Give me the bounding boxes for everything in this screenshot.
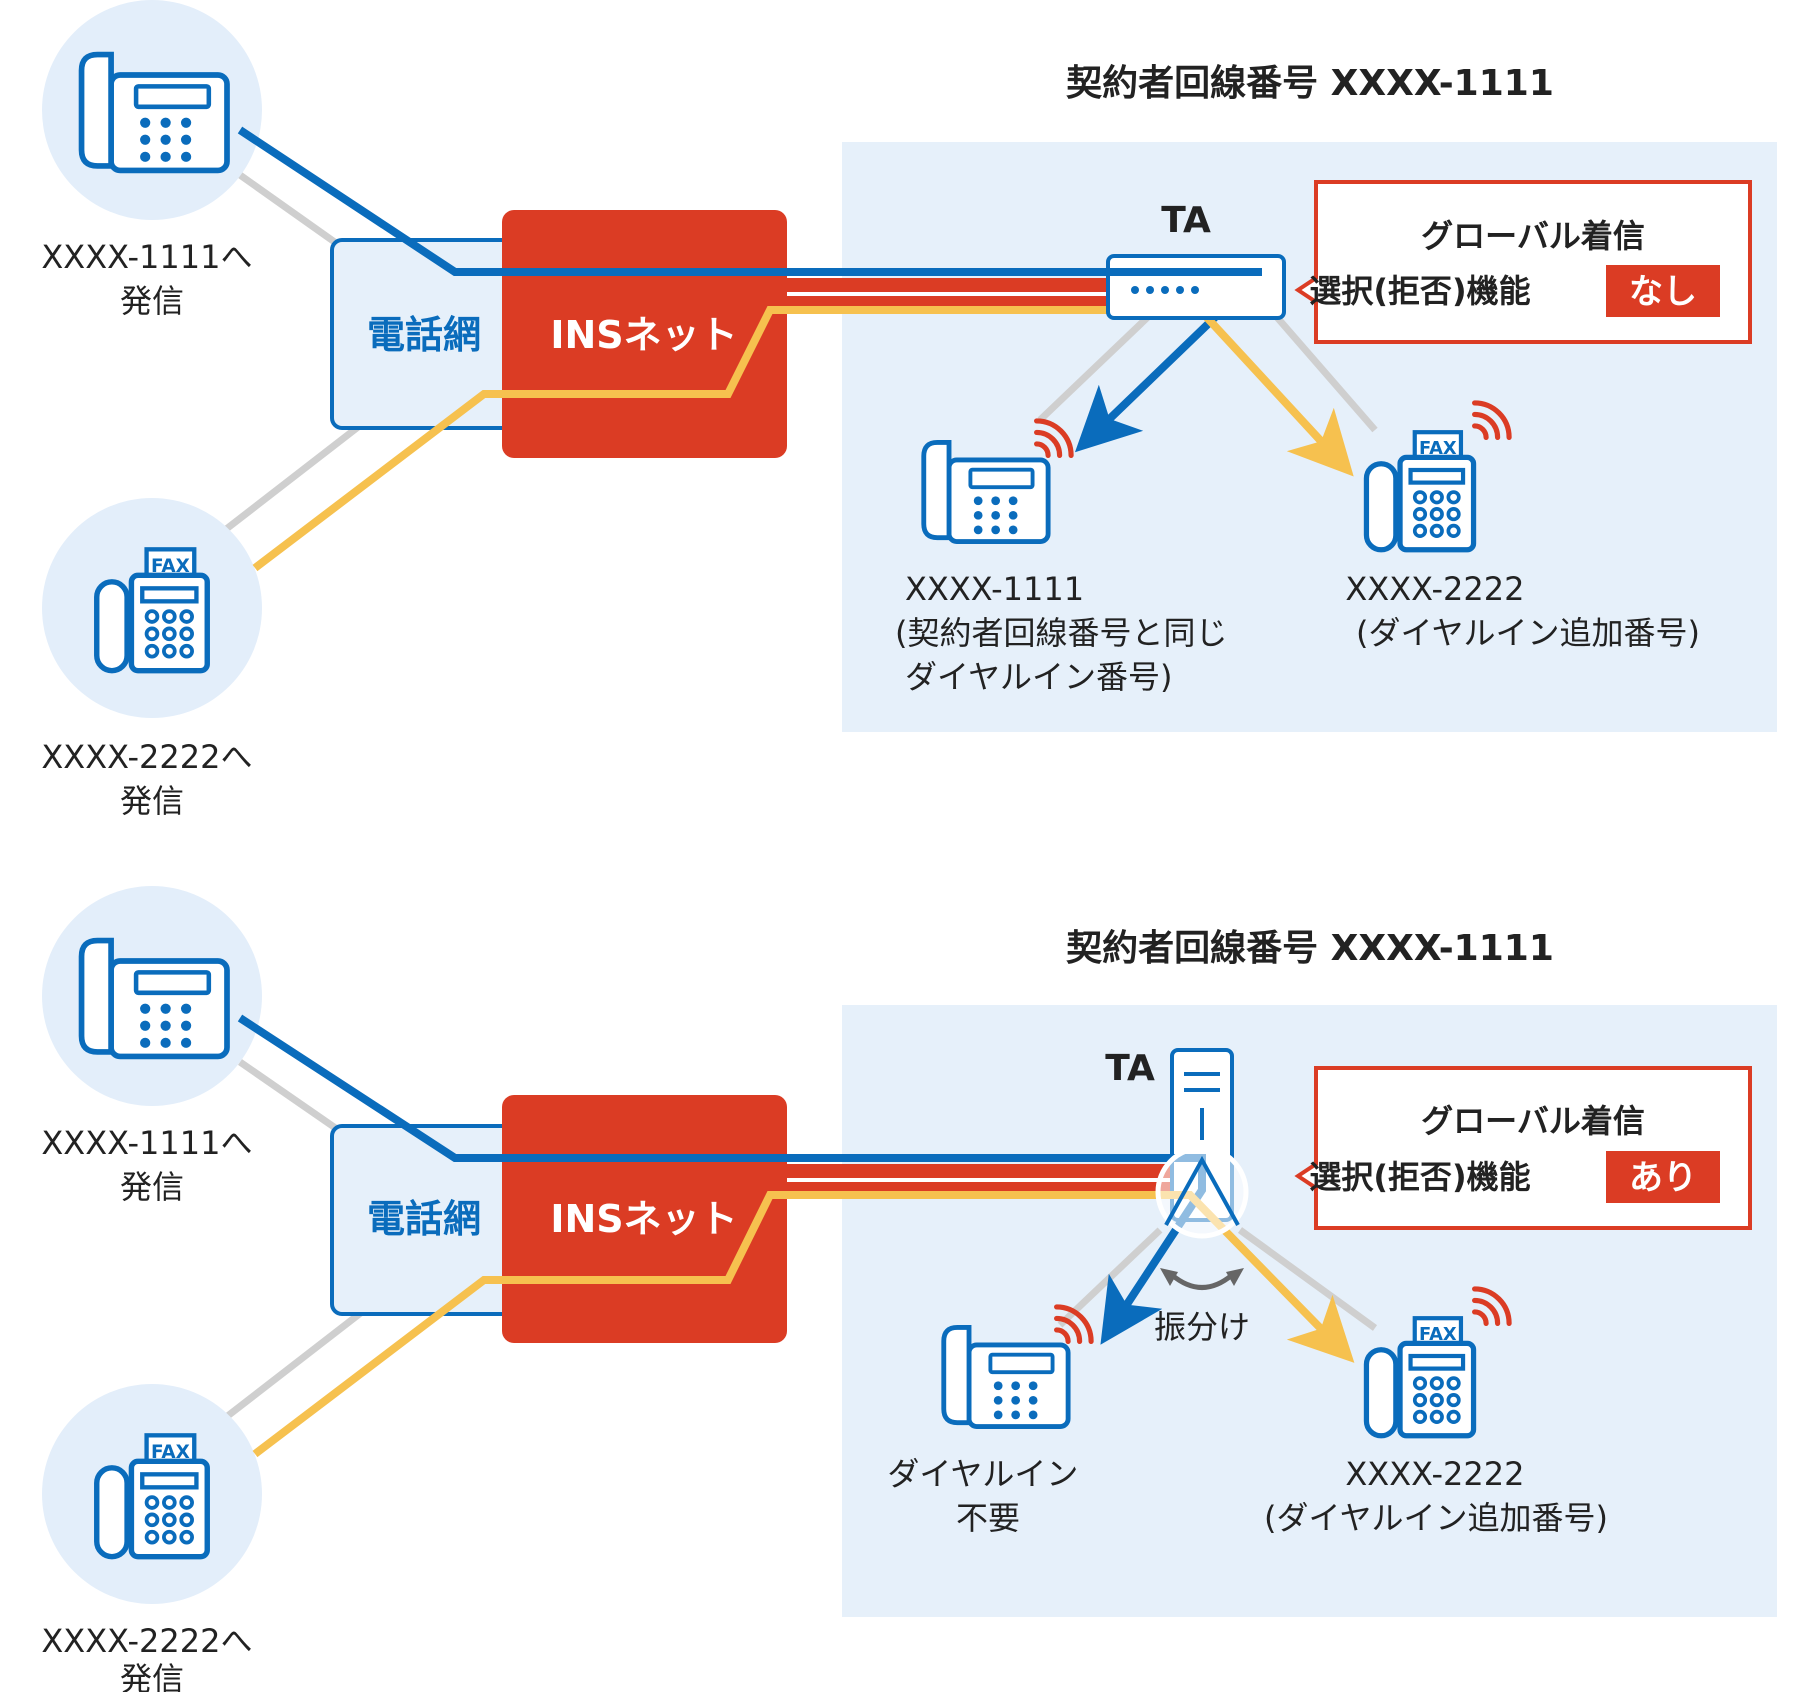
callout-line2: 選択(拒否)機能 — [1309, 1158, 1530, 1196]
phone-label: ダイヤルイン 不要 — [887, 1455, 1088, 1537]
callout-line1: グローバル着信 — [1421, 1102, 1645, 1140]
status-badge-text: なし — [1629, 272, 1697, 312]
caller-fax-label: XXXX-2222へ 発信 — [41, 738, 262, 820]
diagram-title: 契約者回線番号 XXXX-1111 — [1066, 928, 1554, 969]
diagram-2: 契約者回線番号 XXXX-1111 XXXX-1111へ 発信 XXXX-222… — [41, 886, 1777, 1692]
fax-label: XXXX-2222 (ダイヤルイン追加番号) — [1345, 570, 1700, 652]
diagram-title: 契約者回線番号 XXXX-1111 — [1066, 63, 1554, 104]
caller-phone-label: XXXX-1111へ 発信 — [41, 1124, 262, 1206]
ta-label: TA — [1161, 200, 1211, 241]
blue-call-path — [237, 126, 1272, 453]
ins-net-label: INSネット — [550, 1197, 737, 1241]
ta-device-icon — [1106, 254, 1286, 320]
diagram-1: 契約者回線番号 XXXX-1111 XXXX-1111へ 発信 XXXX-222… — [41, 0, 1777, 820]
callout-line1: グローバル着信 — [1421, 217, 1645, 255]
yellow-fax-path — [252, 306, 1354, 572]
callout-line2: 選択(拒否)機能 — [1309, 272, 1530, 310]
status-badge-text: あり — [1629, 1158, 1697, 1198]
switch-label: 振分け — [1154, 1308, 1250, 1346]
phone-network-label: 電話網 — [367, 313, 481, 357]
callout-box: グローバル着信 選択(拒否)機能 なし — [1294, 180, 1752, 344]
status-badge — [1606, 1151, 1720, 1203]
switch-arrow-icon — [1160, 1268, 1244, 1290]
caller-fax-label: XXXX-2222へ 発信 — [41, 1622, 262, 1692]
switch-icon — [1155, 1145, 1249, 1239]
fax-label: XXXX-2222 (ダイヤルイン追加番号) — [1264, 1455, 1608, 1537]
phone-network-label: 電話網 — [367, 1197, 481, 1241]
phone-label: XXXX-1111 (契約者回線番号と同じ ダイヤルイン番号) — [895, 570, 1238, 696]
callout-box: グローバル着信 選択(拒否)機能 あり — [1294, 1066, 1752, 1230]
status-badge — [1606, 265, 1720, 317]
caller-phone-label: XXXX-1111へ 発信 — [41, 238, 262, 320]
ta-label: TA — [1105, 1048, 1155, 1089]
ins-net-label: INSネット — [550, 313, 737, 357]
